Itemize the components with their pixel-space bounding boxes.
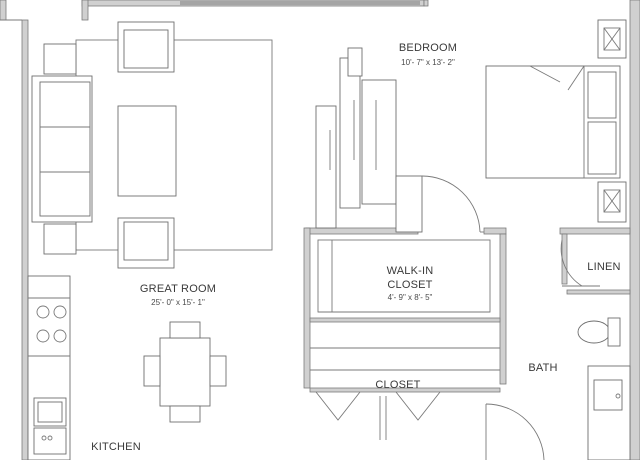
bed [485,65,621,179]
wardrobe-panels [315,47,397,229]
linen-door [560,239,600,287]
nightstand-bottom [597,181,627,223]
kitchen-sink [33,397,67,455]
bath-vanity [587,365,631,460]
armchair-bottom [117,217,175,269]
dining-table [143,321,227,423]
bath-label: BATH [528,362,557,374]
bedroom-dimensions: 10'- 7" x 13'- 2" [401,58,455,67]
great-room-dimensions: 25'- 0" x 15'- 1" [151,298,205,307]
bedroom-door [395,175,484,233]
window-top [180,1,420,5]
bedroom-label: BEDROOM [399,42,457,54]
walk-in-closet-dimensions: 4'- 9" x 8'- 5" [388,293,433,302]
coffee-table [117,105,177,197]
closet-bifold-doors [315,391,441,440]
toilet [577,317,621,347]
kitchen-label: KITCHEN [91,441,141,453]
sofa [31,75,93,223]
nightstand-top [597,19,627,59]
walk-in-closet-label-line2: CLOSET [387,279,432,291]
bath-door [485,403,545,460]
closet-shelving [310,347,500,371]
side-table-bottom [43,223,77,255]
walk-in-shelving [317,239,491,313]
great-room-label: GREAT ROOM [140,283,216,295]
walk-in-closet-label-line1: WALK-IN [387,265,434,277]
armchair-top [117,21,175,73]
cooktop [36,305,67,343]
linen-label: LINEN [587,261,620,273]
side-table-top [43,43,77,75]
closet-label: CLOSET [375,379,420,391]
